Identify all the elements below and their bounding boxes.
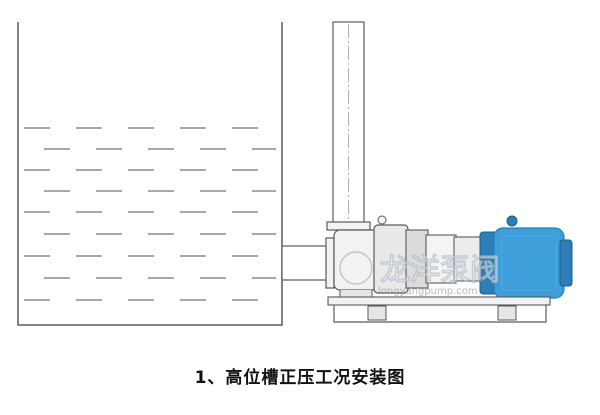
pump-casing xyxy=(333,215,483,299)
outlet-pipe xyxy=(281,237,335,289)
motor xyxy=(479,215,573,299)
high-level-tank xyxy=(17,22,283,326)
liquid-level-lines xyxy=(24,127,276,301)
brand-watermark: 龙洋泵阀 longyangpump.com xyxy=(339,251,500,297)
tank-walls xyxy=(17,22,283,326)
discharge-flange xyxy=(326,221,371,231)
motor-lifting-eye xyxy=(506,215,518,227)
watermark-url: longyangpump.com xyxy=(378,286,478,297)
foot-left xyxy=(367,305,387,321)
brand-logo-mark xyxy=(339,251,373,285)
discharge-pipe xyxy=(326,21,371,231)
figure-caption: 1、高位槽正压工况安装图 xyxy=(194,368,406,388)
base-plate xyxy=(327,296,551,323)
inlet-flange xyxy=(325,237,335,289)
foot-right xyxy=(497,305,517,321)
motor-body xyxy=(493,227,565,299)
watermark-cn: 龙洋泵阀 xyxy=(380,253,500,288)
vent-plug xyxy=(377,215,387,225)
